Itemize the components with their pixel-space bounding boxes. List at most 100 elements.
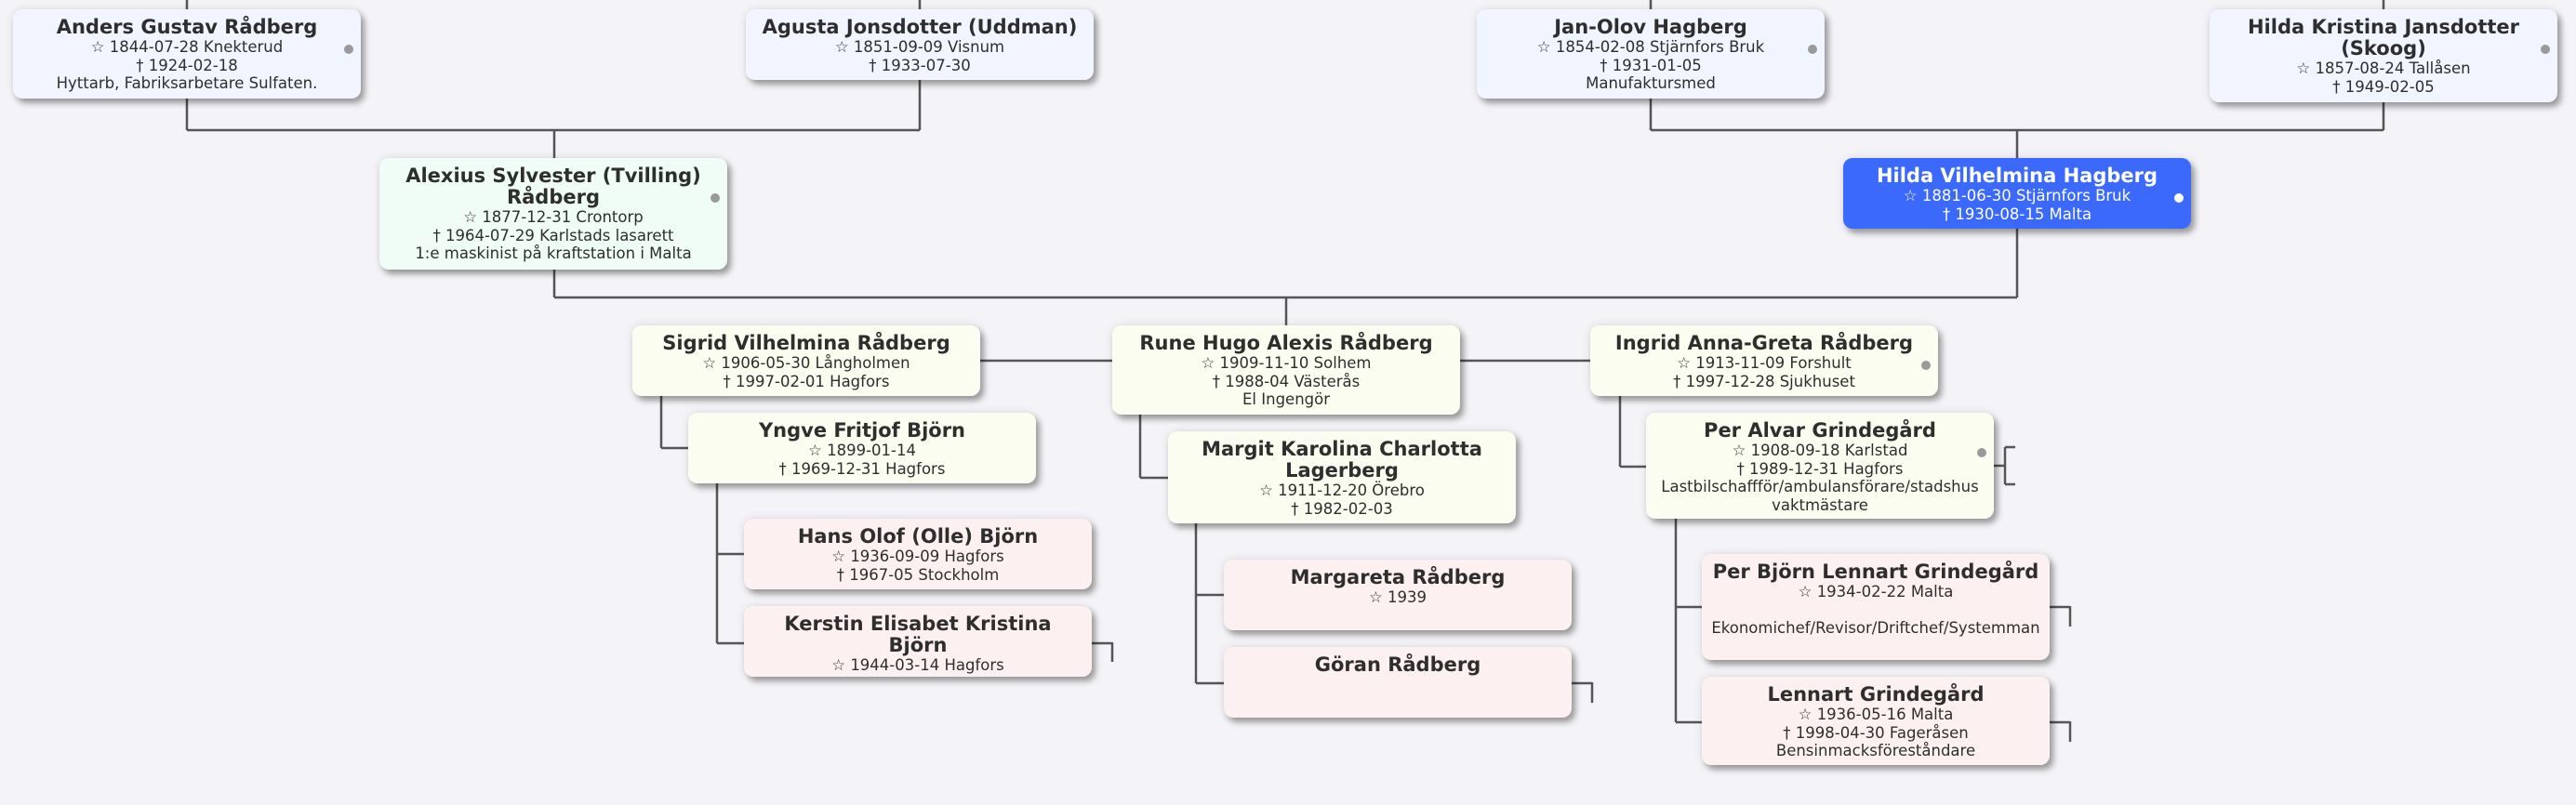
birth-info-value: 1877-12-31 Crontorp — [482, 208, 644, 226]
more-relations-indicator-icon[interactable] — [1808, 45, 1817, 54]
birth-info-value: 1857-08-24 Tallåsen — [2315, 59, 2471, 77]
star-icon: ☆ — [2296, 59, 2311, 77]
person-card-goran[interactable]: Göran Rådberg — [1224, 647, 1572, 718]
birth-info-value: 1881-06-30 Stjärnfors Bruk — [1921, 187, 2131, 205]
cross-icon: † — [778, 459, 787, 478]
birth-info: ☆ 1908-09-18 Karlstad — [1655, 442, 1985, 460]
occupation-note: Lastbilschaffför/ambulansförare/stadshus… — [1661, 478, 1979, 514]
birth-info: ☆ 1877-12-31 Crontorp — [389, 208, 718, 227]
birth-info: ☆ 1913-11-09 Forshult — [1600, 354, 1929, 373]
person-card-kerstin[interactable]: Kerstin Elisabet Kristina Björn☆ 1944-03… — [744, 606, 1092, 677]
birth-info: ☆ 1844-07-28 Knekterud — [22, 38, 352, 57]
person-name: Anders Gustav Rådberg — [56, 16, 318, 38]
occupation-note: Bensinmacksföreståndare — [1775, 742, 1976, 759]
person-name: Margit Karolina Charlotta Lagerberg — [1202, 438, 1482, 482]
person-name: Yngve Fritjof Björn — [758, 419, 966, 442]
occupation-note: Ekonomichef/Revisor/Driftchef/Systemman — [1711, 619, 2040, 637]
birth-info: ☆ 1934-02-22 Malta — [1711, 583, 2040, 601]
more-relations-indicator-icon[interactable] — [1921, 361, 1931, 370]
birth-info-value: 1913-11-09 Forshult — [1695, 354, 1852, 372]
person-card-sigrid[interactable]: Sigrid Vilhelmina Rådberg☆ 1906-05-30 Lå… — [632, 325, 980, 396]
occupation-note: 1:e maskinist på kraftstation i Malta — [415, 244, 692, 262]
death-info: † 1982-02-03 — [1177, 500, 1507, 519]
birth-info: ☆ 1911-12-20 Örebro — [1177, 482, 1507, 500]
cross-icon: † — [1942, 205, 1951, 223]
cross-icon: † — [723, 372, 731, 390]
death-info: † 1969-12-31 Hagfors — [697, 460, 1027, 479]
person-card-per-bjorn[interactable]: Per Björn Lennart Grindegård☆ 1934-02-22… — [1702, 554, 2050, 660]
person-card-rune[interactable]: Rune Hugo Alexis Rådberg☆ 1909-11-10 Sol… — [1112, 325, 1460, 415]
birth-info-value: 1854-02-08 Stjärnfors Bruk — [1555, 38, 1765, 56]
death-info: † 1933-07-30 — [755, 57, 1084, 75]
birth-info: ☆ 1854-02-08 Stjärnfors Bruk — [1486, 38, 1815, 57]
birth-info-value: 1936-09-09 Hagfors — [850, 548, 1004, 565]
person-card-hilda-vilhelmina[interactable]: Hilda Vilhelmina Hagberg☆ 1881-06-30 Stj… — [1843, 158, 2191, 229]
person-card-hans[interactable]: Hans Olof (Olle) Björn☆ 1936-09-09 Hagfo… — [744, 519, 1092, 589]
person-card-anders[interactable]: Anders Gustav Rådberg☆ 1844-07-28 Knekte… — [13, 9, 361, 99]
death-info-value: 1997-12-28 Sjukhuset — [1685, 372, 1855, 390]
person-name: Kerstin Elisabet Kristina Björn — [784, 613, 1052, 656]
cross-icon: † — [432, 226, 441, 244]
person-card-margit[interactable]: Margit Karolina Charlotta Lagerberg☆ 191… — [1168, 431, 1516, 523]
death-info-value: 1998-04-30 Fageråsen — [1795, 723, 1969, 742]
death-info-value: 1969-12-31 Hagfors — [791, 459, 946, 478]
birth-info-value: 1934-02-22 Malta — [1816, 583, 1954, 600]
person-card-hilda-kristina[interactable]: Hilda Kristina Jansdotter (Skoog)☆ 1857-… — [2210, 9, 2557, 102]
star-icon: ☆ — [1368, 588, 1383, 606]
person-name: Agusta Jonsdotter (Uddman) — [762, 16, 1078, 38]
more-relations-indicator-icon[interactable] — [2174, 193, 2184, 203]
birth-info-value: 1944-03-14 Hagfors — [850, 656, 1004, 674]
person-card-agusta[interactable]: Agusta Jonsdotter (Uddman)☆ 1851-09-09 V… — [746, 9, 1094, 80]
person-name: Ingrid Anna-Greta Rådberg — [1614, 332, 1914, 354]
person-name: Hans Olof (Olle) Björn — [797, 525, 1039, 548]
death-info: † 1930-08-15 Malta — [1852, 205, 2182, 224]
death-info-value: 1997-02-01 Hagfors — [736, 372, 890, 390]
birth-info-value: 1939 — [1388, 588, 1427, 606]
cross-icon: † — [1783, 723, 1791, 742]
cross-icon: † — [1212, 372, 1220, 390]
star-icon: ☆ — [1259, 482, 1273, 499]
star-icon: ☆ — [834, 38, 849, 56]
birth-info: ☆ 1909-11-10 Solhem — [1122, 354, 1451, 373]
more-relations-indicator-icon[interactable] — [710, 193, 720, 203]
person-card-jan-olov[interactable]: Jan-Olov Hagberg☆ 1854-02-08 Stjärnfors … — [1477, 9, 1825, 99]
star-icon: ☆ — [1903, 187, 1918, 205]
person-card-ingrid[interactable]: Ingrid Anna-Greta Rådberg☆ 1913-11-09 Fo… — [1590, 325, 1938, 396]
person-card-lennart[interactable]: Lennart Grindegård☆ 1936-05-16 Malta† 19… — [1702, 677, 2050, 765]
death-info-value: 1949-02-05 — [2344, 77, 2435, 96]
person-card-alexius[interactable]: Alexius Sylvester (Tvilling) Rådberg☆ 18… — [379, 158, 727, 270]
birth-info: ☆ 1881-06-30 Stjärnfors Bruk — [1852, 187, 2182, 205]
person-name: Göran Rådberg — [1314, 653, 1481, 676]
birth-info: ☆ 1936-09-09 Hagfors — [753, 548, 1082, 566]
death-info-value: 1924-02-18 — [148, 56, 238, 74]
birth-info: ☆ 1936-05-16 Malta — [1711, 706, 2040, 724]
death-info: † 1989-12-31 Hagfors — [1655, 460, 1985, 479]
person-name: Sigrid Vilhelmina Rådberg — [662, 332, 950, 354]
person-card-yngve[interactable]: Yngve Fritjof Björn☆ 1899-01-14† 1969-12… — [688, 413, 1036, 483]
death-info-value: 1982-02-03 — [1303, 499, 1393, 518]
more-relations-indicator-icon[interactable] — [2541, 45, 2550, 54]
star-icon: ☆ — [1201, 354, 1215, 372]
birth-info-value: 1936-05-16 Malta — [1816, 706, 1954, 723]
person-name: Jan-Olov Hagberg — [1554, 16, 1747, 38]
occupation-note: Hyttarb, Fabriksarbetare Sulfaten. — [56, 74, 318, 92]
birth-info-value: 1911-12-20 Örebro — [1278, 482, 1425, 499]
birth-info: ☆ 1939 — [1233, 588, 1562, 607]
more-relations-indicator-icon[interactable] — [344, 45, 353, 54]
cross-icon: † — [869, 56, 877, 74]
cross-icon: † — [1600, 56, 1608, 74]
person-card-margareta[interactable]: Margareta Rådberg☆ 1939 — [1224, 560, 1572, 630]
more-relations-indicator-icon[interactable] — [1977, 448, 1986, 457]
star-icon: ☆ — [831, 656, 846, 674]
death-info: † 1967-05 Stockholm — [753, 566, 1082, 585]
person-name: Per Björn Lennart Grindegård — [1712, 561, 2039, 583]
person-card-per-alvar[interactable]: Per Alvar Grindegård☆ 1908-09-18 Karlsta… — [1646, 413, 1994, 519]
death-info: † 1988-04 Västerås — [1122, 373, 1451, 391]
star-icon: ☆ — [463, 208, 478, 226]
birth-info: ☆ 1944-03-14 Hagfors — [753, 656, 1082, 675]
person-name: Rune Hugo Alexis Rådberg — [1139, 332, 1433, 354]
star-icon: ☆ — [1798, 583, 1812, 600]
cross-icon: † — [836, 565, 844, 584]
star-icon: ☆ — [90, 38, 105, 56]
